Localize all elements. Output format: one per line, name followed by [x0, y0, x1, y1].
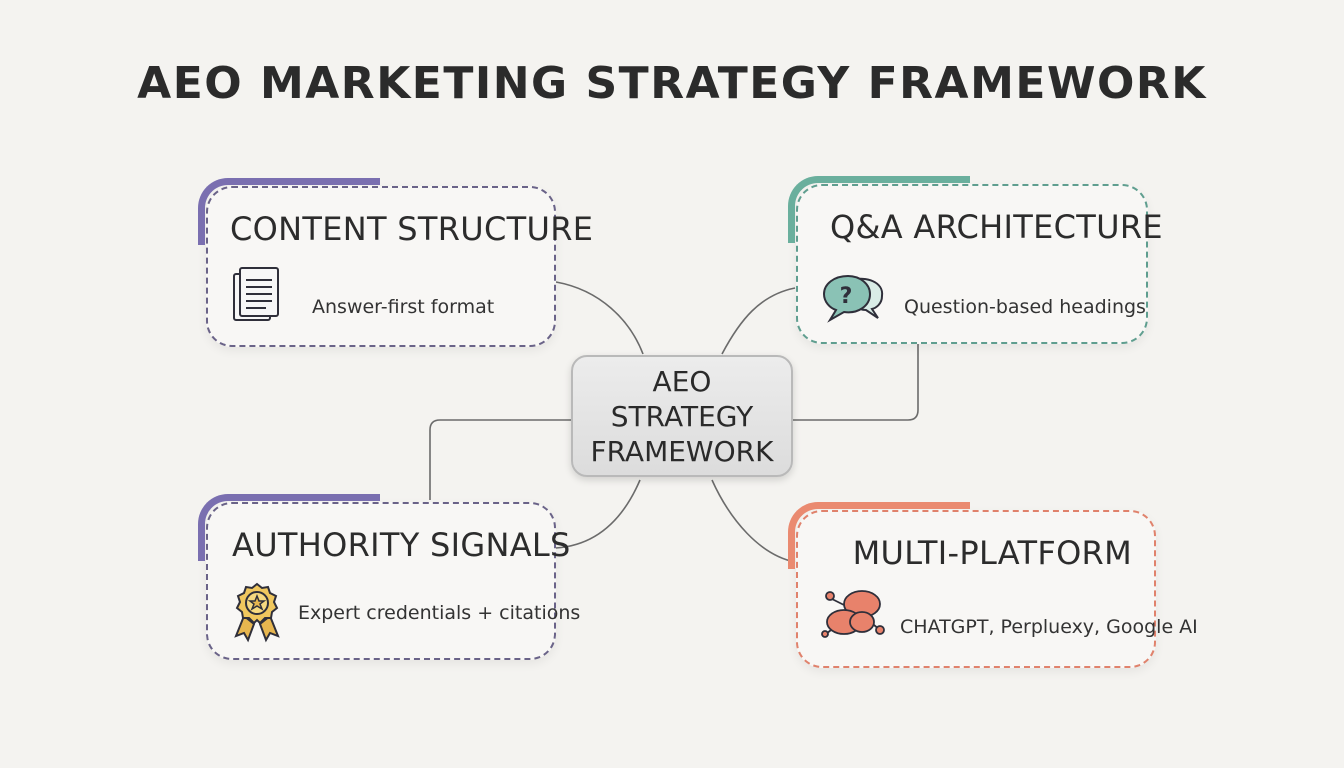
card-description: Answer-first format — [312, 296, 495, 318]
card-content-structure: CONTENT STRUCTURE Answer-first format — [198, 178, 593, 347]
card-title: CONTENT STRUCTURE — [230, 210, 594, 248]
card-description: Question-based headings — [904, 296, 1146, 318]
network-nodes-icon — [821, 590, 885, 638]
card-description: CHATGPT, Perpluexy, Google AI — [900, 616, 1198, 638]
connector-multi-platform — [711, 479, 796, 563]
card-qa-architecture: Q&A ARCHITECTURE ? Question-based headin… — [788, 176, 1163, 344]
hub-label-line-2: STRATEGY — [610, 399, 754, 433]
card-multi-platform: MULTI-PLATFORM CHATGPT, Perpluexy, Googl… — [788, 502, 1198, 668]
document-icon — [233, 267, 279, 321]
card-authority-signals: AUTHORITY SIGNALS Expert credentials + c… — [198, 494, 580, 660]
connector-content-structure — [555, 281, 644, 355]
central-hub: AEO STRATEGY FRAMEWORK — [571, 355, 793, 477]
connector-qa-architecture-elbow — [793, 342, 919, 421]
connector-authority-signals-elbow — [429, 419, 571, 500]
question-speech-bubble-icon: ? — [822, 274, 884, 323]
diagram-title: AEO MARKETING STRATEGY FRAMEWORK — [137, 58, 1207, 109]
award-badge-icon — [234, 582, 280, 643]
card-title: AUTHORITY SIGNALS — [232, 526, 571, 564]
card-title: Q&A ARCHITECTURE — [830, 208, 1163, 246]
card-description: Expert credentials + citations — [298, 602, 581, 624]
hub-label-line-1: AEO — [652, 364, 712, 398]
hub-label-line-3: FRAMEWORK — [590, 434, 774, 468]
connector-qa-architecture — [721, 287, 796, 355]
connector-authority-signals — [555, 479, 641, 549]
svg-text:?: ? — [840, 284, 853, 309]
card-title: MULTI-PLATFORM — [852, 534, 1132, 572]
